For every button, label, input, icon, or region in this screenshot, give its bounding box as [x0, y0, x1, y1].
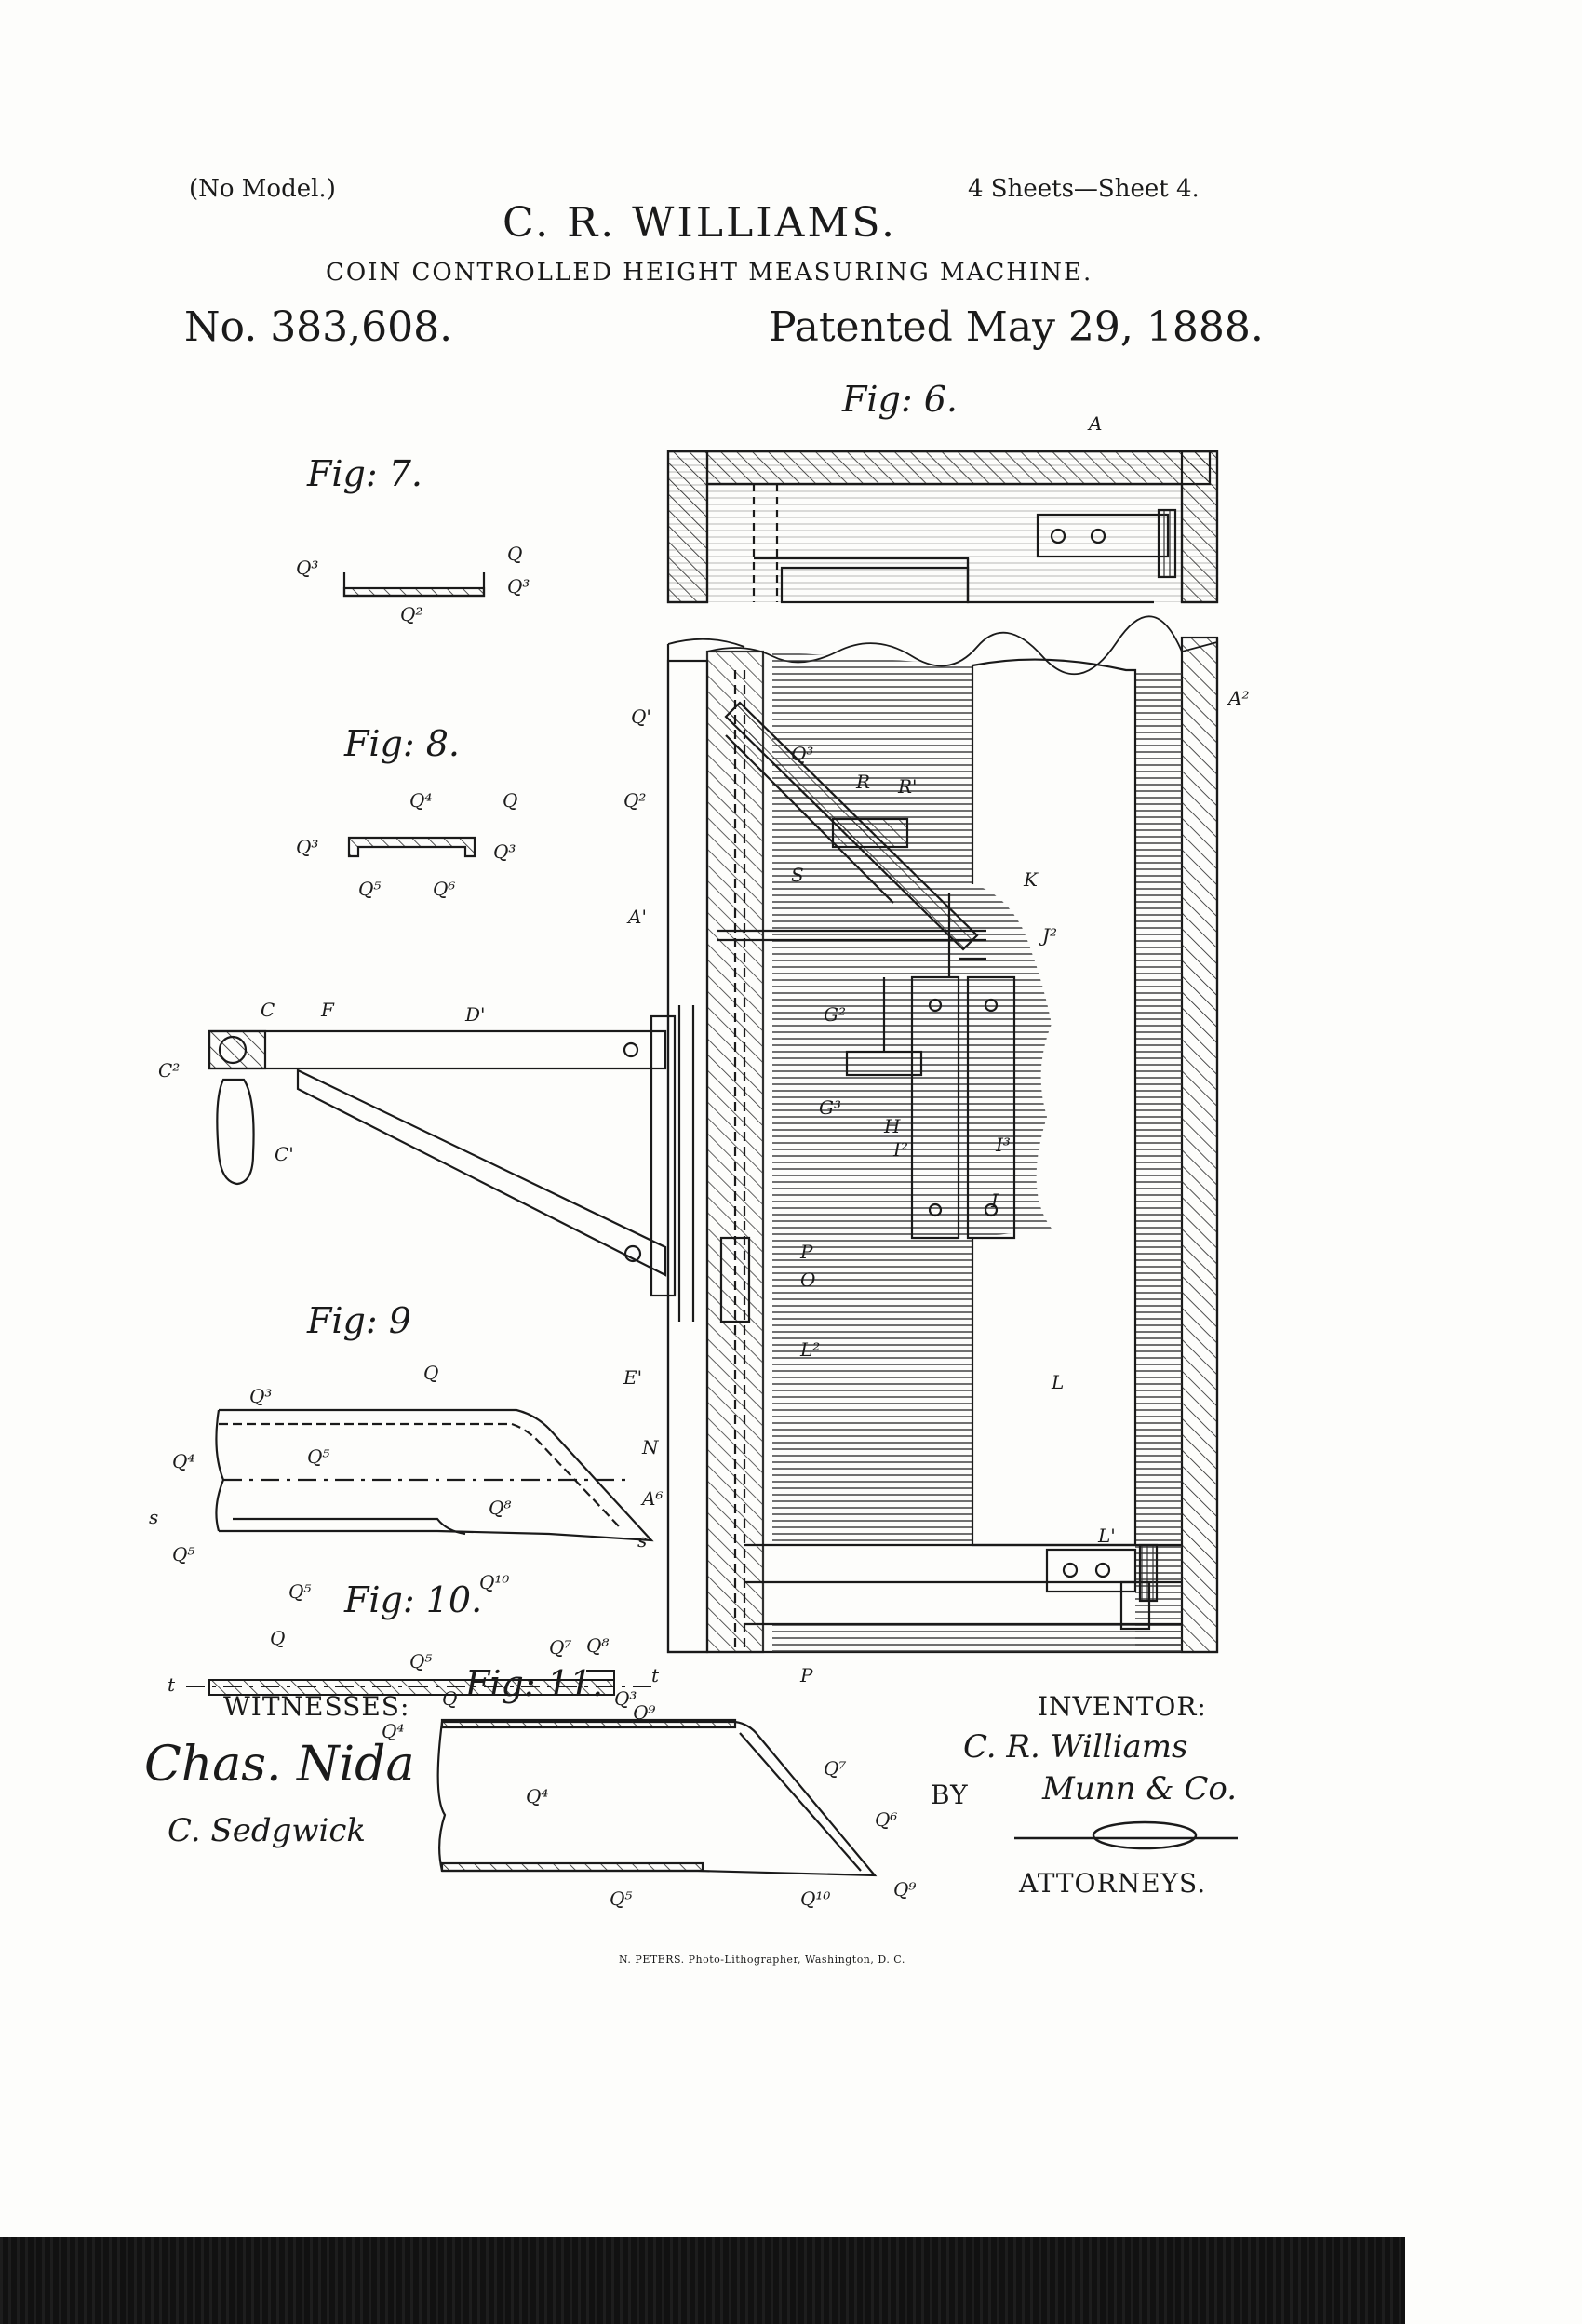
fig8-label-Q3a: Q³ — [296, 836, 319, 858]
ref-label-H: H — [884, 1115, 901, 1137]
attorney-flourish — [1014, 1820, 1238, 1850]
fig9-label-Q4: Q⁴ — [172, 1450, 195, 1472]
fig10-drawing — [186, 1670, 651, 1696]
fig9-label-Q: Q — [423, 1362, 439, 1384]
fig7-label-Q3a: Q³ — [296, 557, 319, 579]
fig6-title: Fig: 6. — [842, 379, 958, 420]
ref-label-S: S — [791, 864, 804, 886]
ref-label-P-lower: P — [800, 1664, 813, 1686]
fig7-label-Q3b: Q³ — [507, 575, 530, 598]
fig11-label-Q6: Q⁶ — [875, 1808, 898, 1831]
fig8-label-Q4: Q⁴ — [409, 789, 433, 812]
ref-label-A: A — [1089, 412, 1103, 435]
printer-credit: N. PETERS. Photo-Lithographer, Washingto… — [619, 1954, 905, 1966]
by-label: BY — [931, 1780, 969, 1810]
scan-edge-band — [0, 2237, 1405, 2324]
ref-label-G2: G² — [824, 1003, 846, 1026]
inventor-signature: C. R. Williams — [963, 1728, 1188, 1766]
fig11-label-Q3: Q³ — [614, 1687, 637, 1710]
ref-label-I: I — [991, 1189, 999, 1212]
patented-date: Patented May 29, 1888. — [769, 303, 1264, 351]
ref-label-O: O — [800, 1269, 816, 1291]
ref-label-L: L — [1052, 1371, 1065, 1393]
fig10-label-Q5: Q⁵ — [409, 1650, 433, 1672]
ref-label-C: C — [261, 999, 275, 1021]
fig9-label-Q5b: Q⁵ — [172, 1543, 195, 1565]
fig7-label-Q2: Q² — [400, 603, 423, 625]
ref-label-Q3: Q³ — [791, 743, 814, 765]
fig11-drawing — [436, 1718, 878, 1877]
fig7-title: Fig: 7. — [307, 453, 422, 494]
fig6-drawing — [666, 450, 1219, 1654]
ref-label-R: R — [856, 771, 871, 793]
fig9-label-s2: s — [637, 1529, 648, 1552]
fig9-label-Q10: Q¹⁰ — [479, 1571, 510, 1593]
fig9-label-Q5c: Q⁵ — [288, 1580, 312, 1603]
ref-label-D1: D' — [465, 1003, 486, 1026]
patent-title: COIN CONTROLLED HEIGHT MEASURING MACHINE… — [326, 259, 1093, 287]
patent-number: No. 383,608. — [184, 303, 453, 351]
fig8-label-Q5: Q⁵ — [358, 878, 382, 900]
ref-label-L2: L² — [800, 1338, 821, 1361]
attorney-signature: Munn & Co. — [1042, 1770, 1238, 1807]
witnesses-label: WITNESSES: — [223, 1691, 410, 1722]
ref-label-A6: A⁶ — [642, 1487, 664, 1510]
inventor-label: INVENTOR: — [1038, 1691, 1207, 1722]
fig9-drawing — [215, 1408, 654, 1542]
ref-label-Q1: Q' — [631, 705, 651, 728]
fig10-label-t2: t — [651, 1664, 660, 1686]
ref-label-K: K — [1024, 868, 1038, 891]
fig8-label-Q: Q — [503, 789, 518, 812]
fig9-label-s1: s — [149, 1506, 159, 1528]
ref-label-A2: A² — [1228, 687, 1250, 709]
ref-label-I3: I³ — [996, 1134, 1011, 1156]
ref-label-E1: E' — [623, 1366, 643, 1389]
fig10-label-Q7: Q⁷ — [549, 1636, 572, 1659]
fig8-label-Q3b: Q³ — [493, 840, 516, 863]
sheets-label: 4 Sheets—Sheet 4. — [968, 175, 1200, 203]
fig10-label-t1: t — [168, 1673, 176, 1696]
fig11-label-Q4: Q⁴ — [526, 1785, 549, 1807]
attorneys-label: ATTORNEYS. — [1019, 1868, 1207, 1899]
ref-label-N: N — [642, 1436, 659, 1458]
ref-label-F: F — [321, 999, 334, 1021]
ref-label-C2: C² — [158, 1059, 181, 1081]
fig11-label-Q7: Q⁷ — [824, 1757, 847, 1780]
fig11-label-Q5: Q⁵ — [610, 1887, 633, 1910]
fig11-label-Q: Q — [442, 1687, 458, 1710]
fig10-label-Q8: Q⁸ — [586, 1634, 610, 1657]
ref-label-I2: I² — [893, 1138, 908, 1161]
ref-label-Q2: Q² — [623, 789, 647, 812]
fig10-label-Q: Q — [270, 1627, 286, 1649]
fig6-arm-drawing — [208, 1014, 677, 1297]
ref-label-A1: A' — [628, 906, 647, 928]
fig9-label-Q3: Q³ — [249, 1385, 273, 1407]
ref-label-J2: J² — [1042, 924, 1058, 947]
witness-signature-2: C. Sedgwick — [168, 1812, 366, 1849]
ref-label-C1: C' — [275, 1143, 294, 1165]
fig9-label-Q8: Q⁸ — [489, 1497, 512, 1519]
fig8-title: Fig: 8. — [344, 723, 460, 764]
fig10-label-Q4: Q⁴ — [382, 1720, 405, 1742]
fig11-label-Q10: Q¹⁰ — [800, 1887, 831, 1910]
ref-label-G3: G³ — [819, 1096, 841, 1119]
fig7-label-Q: Q — [507, 543, 523, 565]
fig10-label-Q9: Q⁹ — [633, 1701, 656, 1724]
fig8-drawing — [347, 836, 476, 858]
fig9-title: Fig: 9 — [307, 1300, 411, 1341]
ref-label-R1: R' — [898, 775, 918, 798]
fig10-title: Fig: 10. — [344, 1579, 483, 1620]
fig9-label-Q5a: Q⁵ — [307, 1445, 330, 1468]
ref-label-P: P — [800, 1241, 813, 1263]
fig7-drawing — [342, 572, 486, 598]
no-model-label: (No Model.) — [189, 175, 336, 203]
fig8-label-Q6: Q⁶ — [433, 878, 456, 900]
witness-signature-1: Chas. Nida — [144, 1737, 415, 1793]
fig11-label-Q9: Q⁹ — [893, 1878, 917, 1901]
inventor-name-heading: C. R. WILLIAMS. — [503, 199, 897, 247]
ref-label-L1: L' — [1098, 1525, 1116, 1547]
